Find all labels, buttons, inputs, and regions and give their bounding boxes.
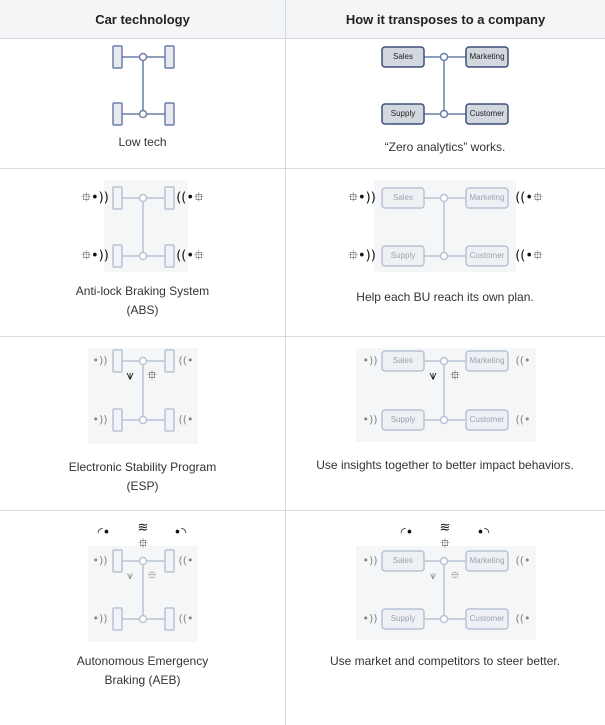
wheel-signal-icon: ((• bbox=[515, 612, 530, 625]
box-supply: Supply bbox=[391, 415, 415, 424]
row-divider bbox=[0, 510, 605, 511]
wheel-signal-icon: •)) bbox=[362, 413, 377, 426]
caption-aeb: Autonomous Emergency Braking (AEB) bbox=[76, 654, 209, 687]
chip-icon: ⯐ bbox=[440, 537, 450, 552]
box-sales: Sales bbox=[393, 193, 413, 202]
caption-esp: Electronic Stability Program (ESP) bbox=[68, 460, 217, 493]
chip-icon: ⯐•)) bbox=[348, 191, 376, 206]
wheel-signal-icon: •)) bbox=[362, 554, 377, 567]
box-customer: Customer bbox=[470, 415, 505, 424]
wifi-icon: •◝ bbox=[174, 526, 187, 541]
chip-icon: ⯐ bbox=[148, 569, 157, 582]
box-customer: Customer bbox=[470, 614, 505, 623]
antenna-icon: ⩛ bbox=[127, 569, 133, 582]
box-sales: Sales bbox=[393, 356, 413, 365]
wheel-signal-icon: ((• bbox=[515, 413, 530, 426]
row-divider bbox=[0, 336, 605, 337]
chip-icon: ⯐ bbox=[450, 369, 460, 384]
wifi-icon: ≋ bbox=[138, 521, 149, 536]
box-supply: Supply bbox=[391, 109, 415, 118]
antenna-icon: ⩛ bbox=[430, 569, 436, 582]
box-marketing: Marketing bbox=[469, 356, 504, 365]
chip-icon: ⯐ bbox=[451, 569, 460, 582]
wheel-signal-icon: •)) bbox=[92, 413, 107, 426]
caption-aeb-company: Use market and competitors to steer bett… bbox=[329, 654, 561, 668]
wheel-signal-icon: •)) bbox=[92, 554, 107, 567]
wheel-signal-icon: ((• bbox=[515, 554, 530, 567]
box-customer: Customer bbox=[470, 109, 505, 118]
caption-abs: Anti-lock Braking System (ABS) bbox=[75, 284, 210, 317]
caption-zero-analytics: “Zero analytics” works. bbox=[384, 140, 506, 154]
chip-icon: ((•⯐ bbox=[176, 249, 204, 264]
box-sales: Sales bbox=[393, 52, 413, 61]
wheel-signal-icon: •)) bbox=[362, 612, 377, 625]
column-divider bbox=[285, 0, 286, 725]
wifi-icon: ◜• bbox=[401, 526, 414, 541]
box-marketing: Marketing bbox=[469, 193, 504, 202]
caption-low-tech: Low tech bbox=[118, 135, 167, 149]
antenna-icon: ⩛ bbox=[429, 369, 437, 384]
wheel-signal-icon: ((• bbox=[178, 354, 193, 367]
chip-icon: ⯐ bbox=[138, 537, 148, 552]
chip-icon: ⯐•)) bbox=[348, 249, 376, 264]
box-supply: Supply bbox=[391, 251, 415, 260]
chip-icon: ⯐•)) bbox=[81, 249, 109, 264]
chip-icon: ((•⯐ bbox=[515, 191, 543, 206]
row-divider bbox=[0, 168, 605, 169]
chip-icon: ((•⯐ bbox=[176, 191, 204, 206]
wheel-signal-icon: •)) bbox=[92, 354, 107, 367]
box-supply: Supply bbox=[391, 614, 415, 623]
chip-icon: ⯐•)) bbox=[81, 191, 109, 206]
header-company: How it transposes to a company bbox=[286, 0, 605, 39]
header-car-technology: Car technology bbox=[0, 0, 286, 39]
box-marketing: Marketing bbox=[469, 556, 504, 565]
wheel-signal-icon: •)) bbox=[362, 354, 377, 367]
antenna-icon: ⩛ bbox=[126, 369, 134, 384]
wifi-icon: ≋ bbox=[440, 521, 451, 536]
wheel-signal-icon: ((• bbox=[178, 612, 193, 625]
chip-icon: ((•⯐ bbox=[515, 249, 543, 264]
wheel-signal-icon: •)) bbox=[92, 612, 107, 625]
wheel-signal-icon: ((• bbox=[178, 554, 193, 567]
box-customer: Customer bbox=[470, 251, 505, 260]
wifi-icon: •◝ bbox=[477, 526, 490, 541]
wheel-signal-icon: ((• bbox=[178, 413, 193, 426]
box-marketing: Marketing bbox=[469, 52, 504, 61]
caption-abs-company: Help each BU reach its own plan. bbox=[356, 290, 534, 304]
box-sales: Sales bbox=[393, 556, 413, 565]
chip-icon: ⯐ bbox=[147, 369, 157, 384]
caption-esp-company: Use insights together to better impact b… bbox=[316, 458, 574, 472]
wifi-icon: ◜• bbox=[98, 526, 111, 541]
wheel-signal-icon: ((• bbox=[515, 354, 530, 367]
